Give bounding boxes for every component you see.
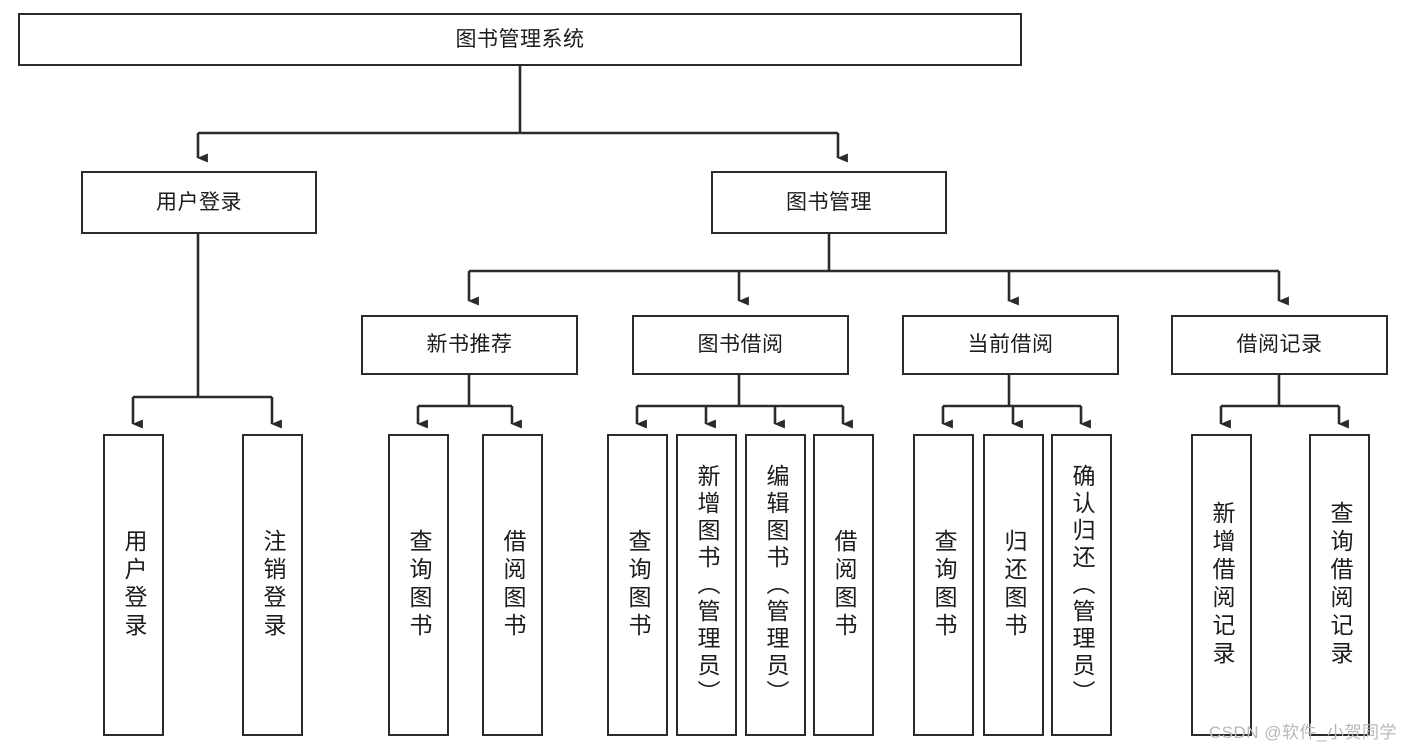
leaf-user-login-logout-label: 注销登录: [260, 529, 286, 641]
leaf-current-query-book-label: 查询图书: [931, 529, 957, 641]
leaf-records-query-record[interactable]: 查询借阅记录: [1309, 434, 1370, 736]
leaf-user-login-login-label: 用户登录: [121, 529, 147, 641]
leaf-borrow-add-book-label: 新增图书（管理员）: [694, 463, 720, 707]
leaf-records-add-record-label: 新增借阅记录: [1209, 501, 1235, 669]
csdn-watermark: CSDN @软件_小贺同学: [1208, 723, 1397, 742]
leaf-borrow-edit-book-label: 编辑图书（管理员）: [763, 463, 789, 707]
leaf-borrow-query-book[interactable]: 查询图书: [607, 434, 668, 736]
node-book-management[interactable]: 图书管理: [711, 171, 947, 234]
leaf-new-book-query[interactable]: 查询图书: [388, 434, 449, 736]
leaf-current-confirm-return[interactable]: 确认归还（管理员）: [1051, 434, 1112, 736]
leaf-borrow-query-book-label: 查询图书: [625, 529, 651, 641]
leaf-current-confirm-return-label: 确认归还（管理员）: [1069, 463, 1095, 707]
node-current-borrow-label: 当前借阅: [967, 333, 1054, 357]
leaf-records-query-record-label: 查询借阅记录: [1327, 501, 1353, 669]
leaf-borrow-borrow-book[interactable]: 借阅图书: [813, 434, 874, 736]
leaf-borrow-edit-book[interactable]: 编辑图书（管理员）: [745, 434, 806, 736]
node-user-login-label: 用户登录: [156, 190, 242, 214]
node-user-login[interactable]: 用户登录: [81, 171, 317, 234]
leaf-borrow-borrow-book-label: 借阅图书: [831, 529, 857, 641]
leaf-user-login-login[interactable]: 用户登录: [103, 434, 164, 736]
leaf-new-book-borrow[interactable]: 借阅图书: [482, 434, 543, 736]
node-current-borrow[interactable]: 当前借阅: [902, 315, 1119, 375]
leaf-records-add-record[interactable]: 新增借阅记录: [1191, 434, 1252, 736]
node-borrow-records-label: 借阅记录: [1236, 333, 1323, 357]
leaf-borrow-add-book[interactable]: 新增图书（管理员）: [676, 434, 737, 736]
node-root-label: 图书管理系统: [455, 27, 585, 51]
node-book-management-label: 图书管理: [786, 190, 872, 214]
node-new-book-recommend-label: 新书推荐: [426, 333, 513, 357]
node-borrow-records[interactable]: 借阅记录: [1171, 315, 1388, 375]
node-new-book-recommend[interactable]: 新书推荐: [361, 315, 578, 375]
node-book-borrow[interactable]: 图书借阅: [632, 315, 849, 375]
leaf-current-return-book-label: 归还图书: [1001, 529, 1027, 641]
leaf-current-query-book[interactable]: 查询图书: [913, 434, 974, 736]
node-root[interactable]: 图书管理系统: [18, 13, 1022, 66]
leaf-current-return-book[interactable]: 归还图书: [983, 434, 1044, 736]
leaf-new-book-query-label: 查询图书: [406, 529, 432, 641]
leaf-new-book-borrow-label: 借阅图书: [500, 529, 526, 641]
leaf-user-login-logout[interactable]: 注销登录: [242, 434, 303, 736]
node-book-borrow-label: 图书借阅: [697, 333, 784, 357]
